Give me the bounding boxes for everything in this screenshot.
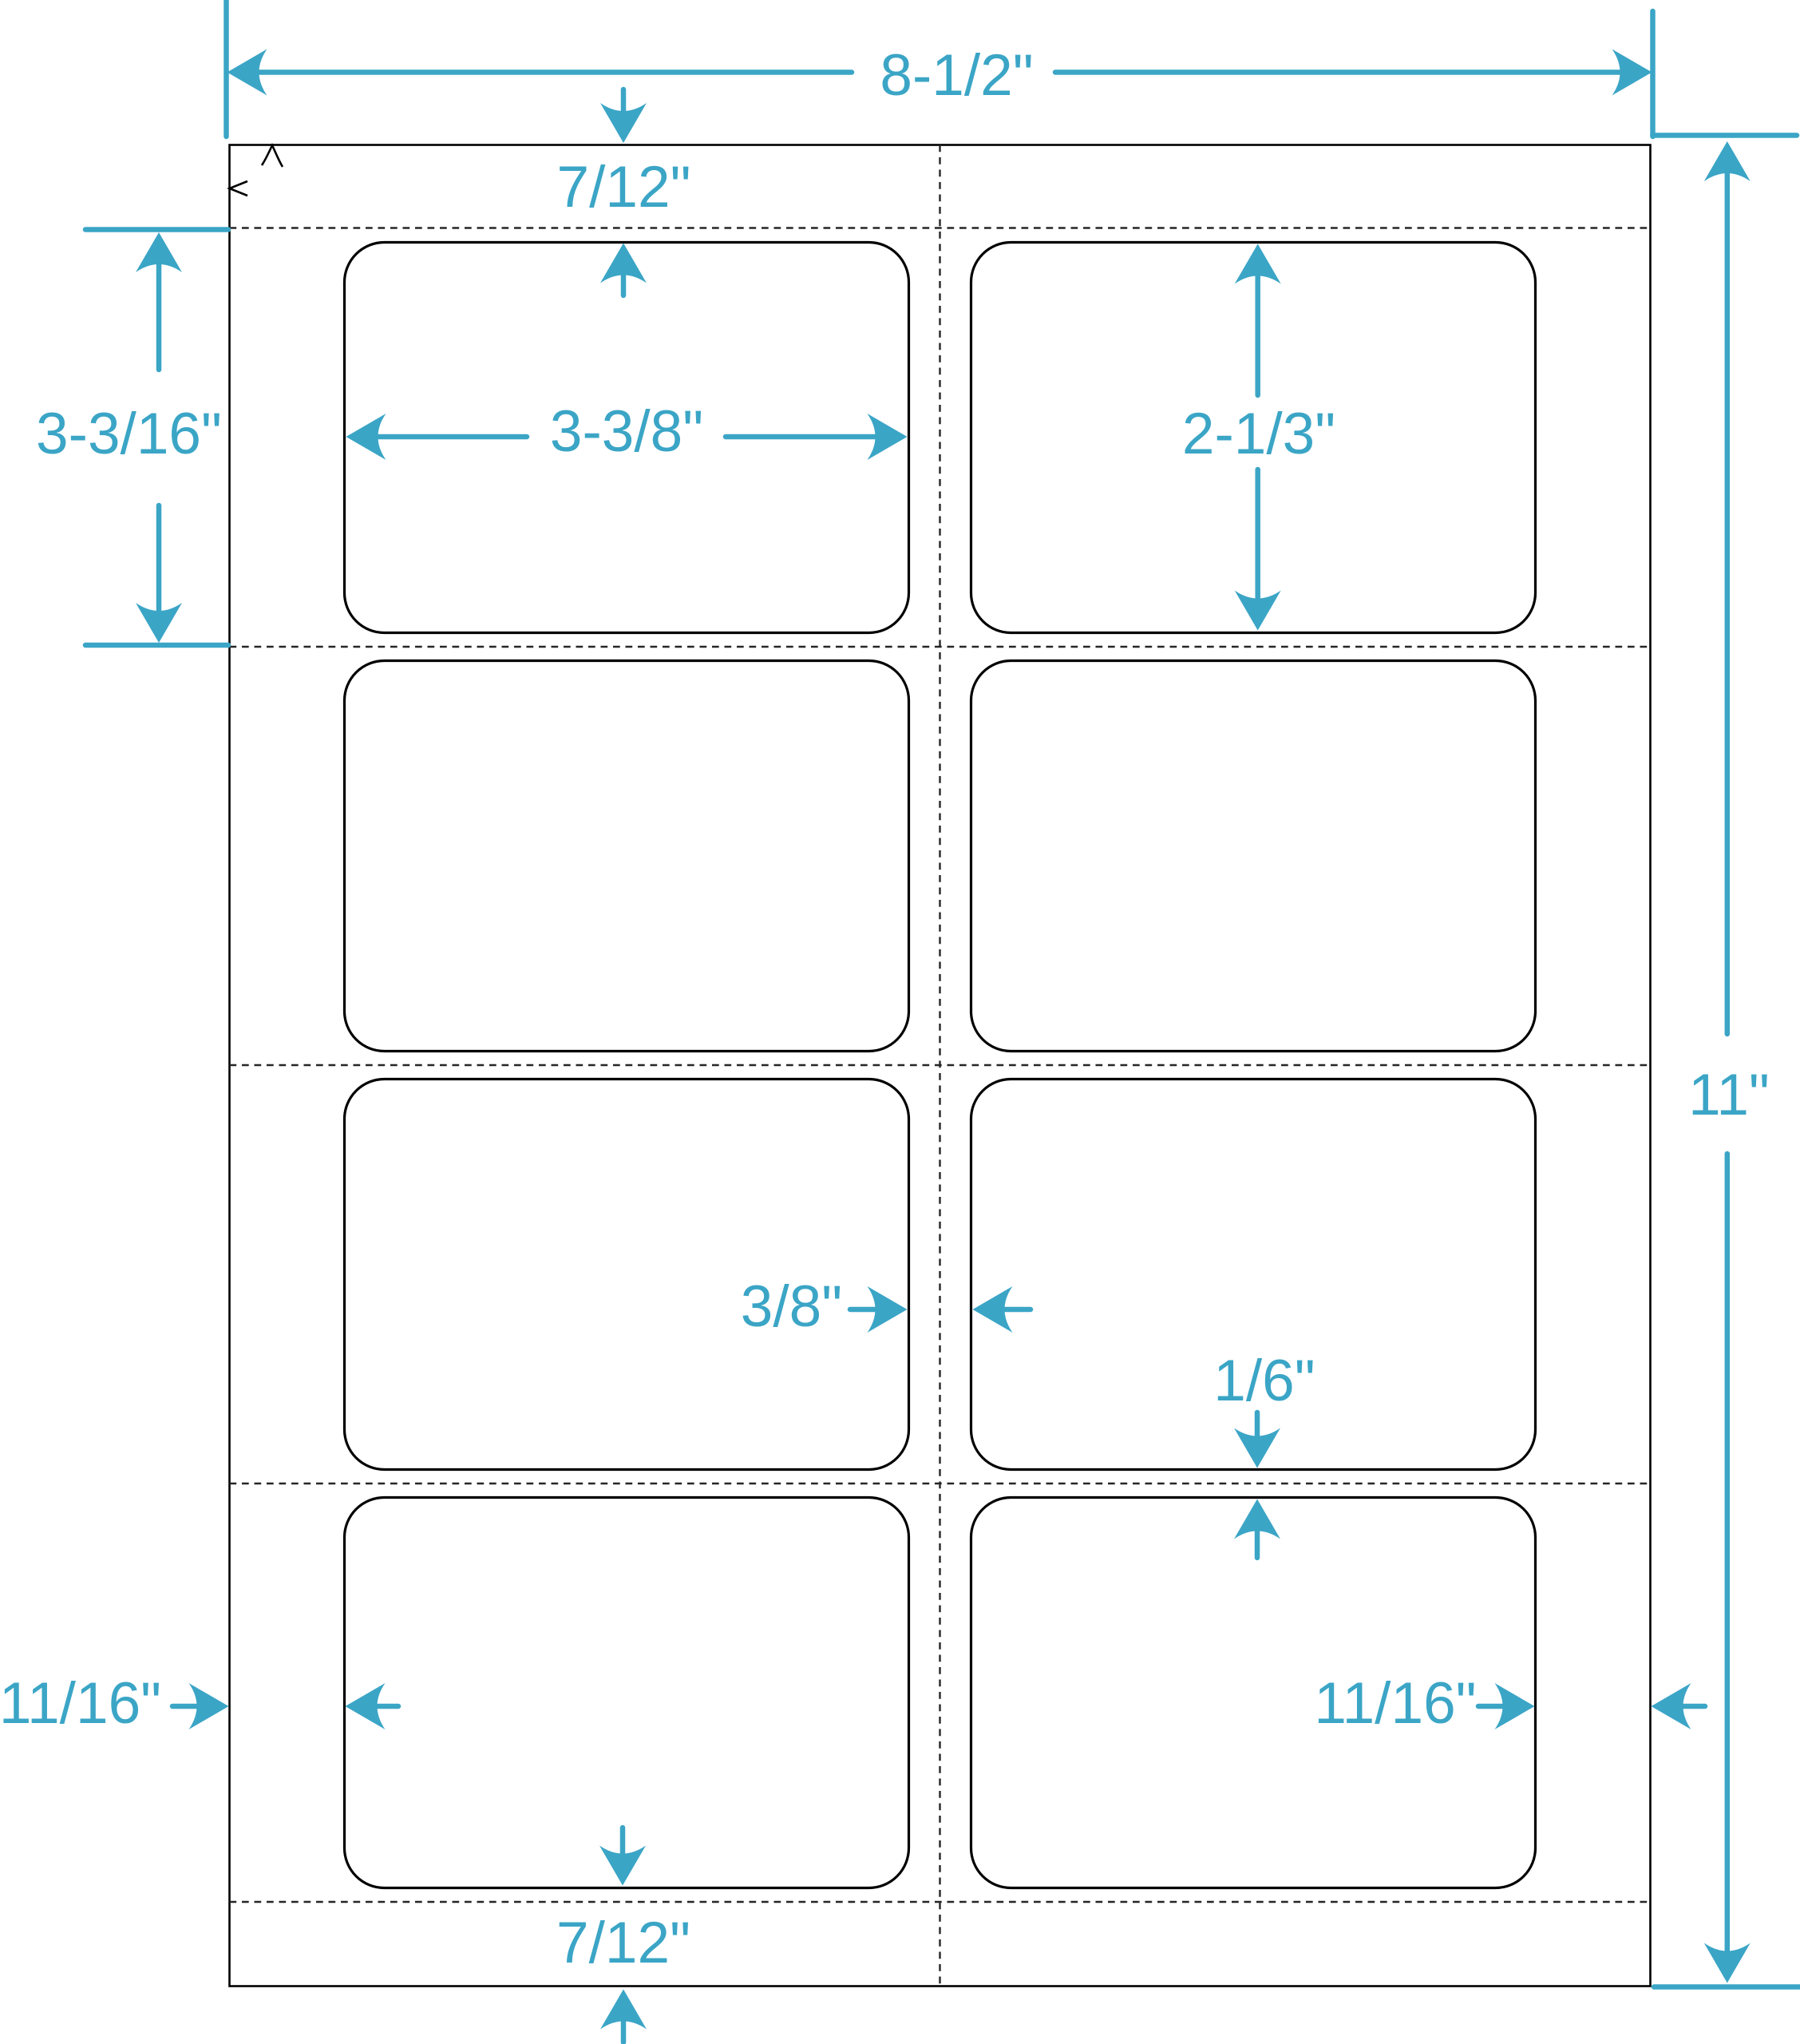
svg-text:1/6": 1/6": [1213, 1349, 1315, 1413]
svg-text:2-1/3": 2-1/3": [1182, 402, 1335, 466]
svg-text:11/16": 11/16": [1314, 1671, 1476, 1736]
svg-text:3/8": 3/8": [741, 1274, 842, 1339]
svg-text:7/12": 7/12": [556, 1911, 690, 1975]
svg-text:11": 11": [1688, 1063, 1770, 1127]
svg-text:8-1/2": 8-1/2": [880, 43, 1033, 108]
svg-text:3-3/16": 3-3/16": [36, 402, 222, 466]
svg-text:7/12": 7/12": [557, 155, 691, 220]
svg-text:3-3/8": 3-3/8": [550, 399, 703, 464]
svg-text:11/16": 11/16": [0, 1671, 161, 1736]
